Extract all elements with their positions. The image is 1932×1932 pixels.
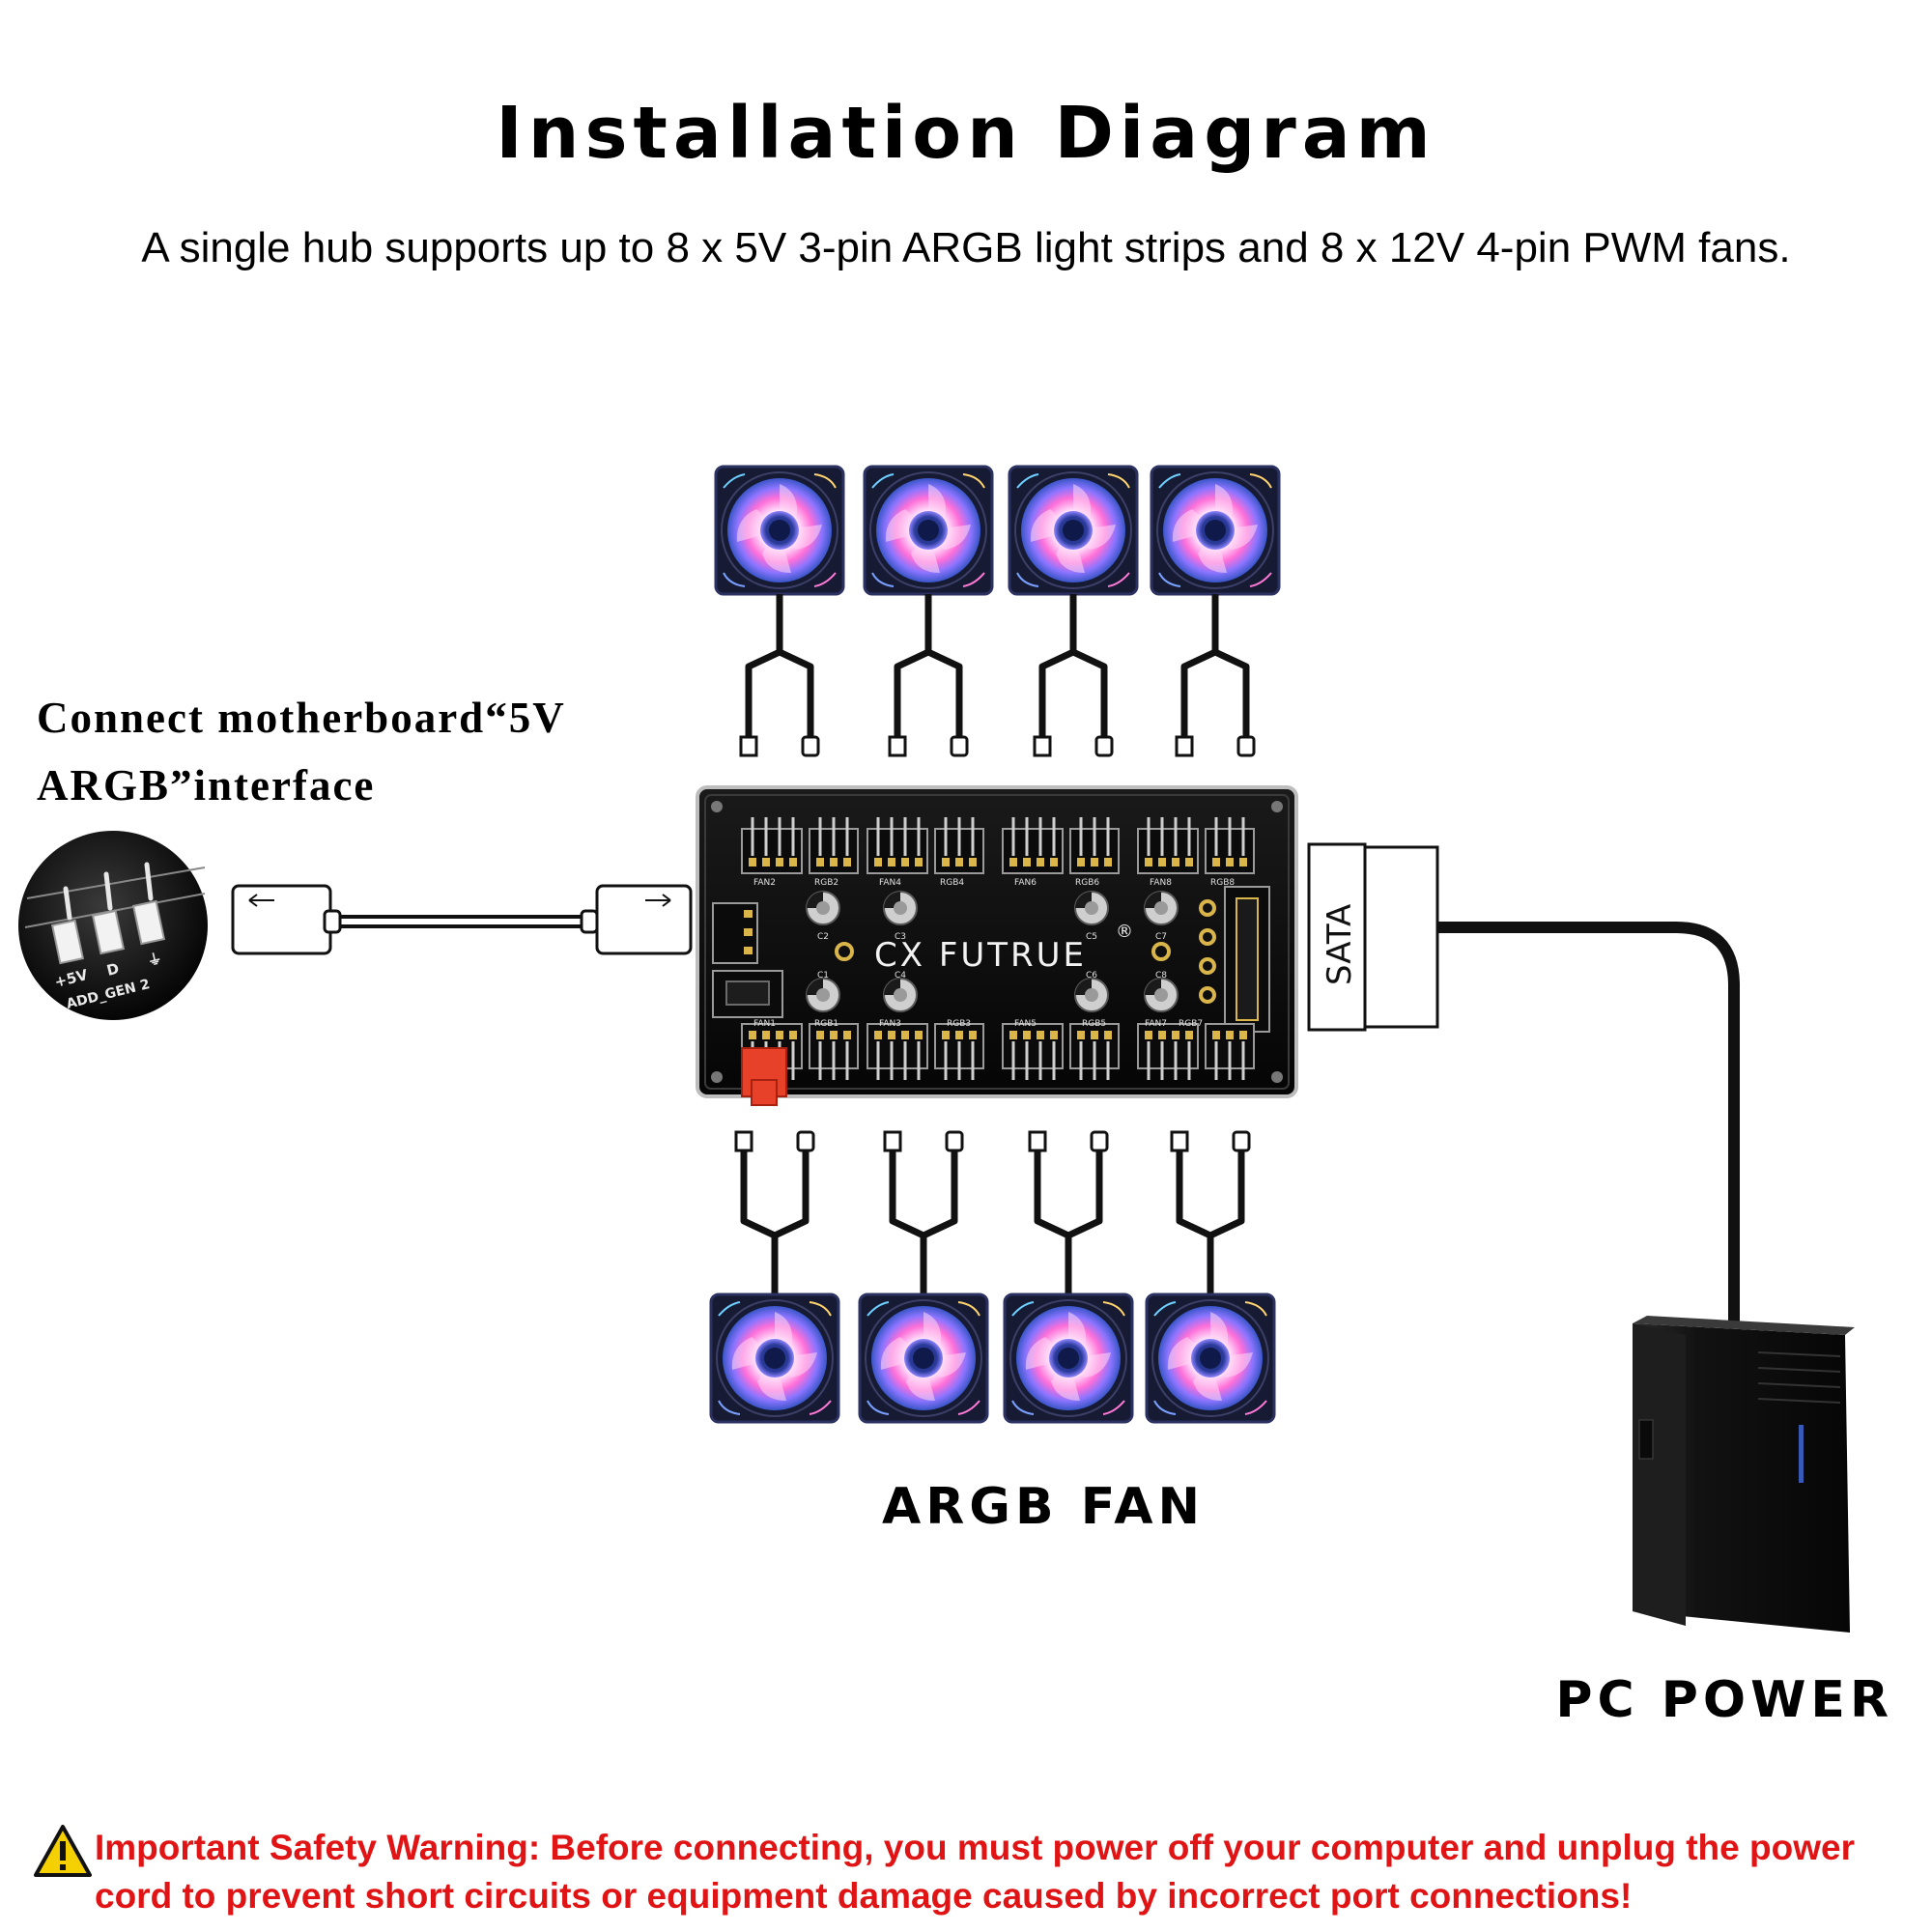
cable-bottom-3 (1030, 1132, 1107, 1294)
pin-label: ⏚ (146, 950, 164, 970)
cap-label: C6 (1086, 971, 1097, 980)
port-label-bottom: RGB3 (947, 1019, 971, 1029)
sata-power-cable (1437, 922, 1740, 1323)
argb-extension-cable (231, 884, 693, 955)
sata-label: SATA (1321, 904, 1359, 985)
fan-bottom-2 (858, 1293, 989, 1424)
cap-label: C4 (895, 971, 906, 980)
pc-case-icon (1633, 1316, 1855, 1633)
fan-bottom-4 (1145, 1293, 1276, 1424)
cap-label: C3 (895, 932, 906, 942)
fan-top-4 (1150, 465, 1281, 596)
cap-label: C8 (1155, 971, 1167, 980)
port-label-top: FAN2 (753, 878, 776, 888)
port-label-top: RGB2 (814, 878, 838, 888)
safety-warning: Important Safety Warning: Before connect… (95, 1828, 1855, 1916)
port-label-bottom: FAN3 (879, 1019, 901, 1029)
cap-label: C2 (817, 932, 829, 942)
cable-top-1 (741, 594, 818, 755)
port-label-top: RGB8 (1210, 878, 1235, 888)
hub-brand: CX FUTRUE (874, 936, 1087, 975)
port-label-top: FAN4 (879, 878, 901, 888)
port-label-bottom: RGB5 (1082, 1019, 1106, 1029)
registered-mark: ® (1116, 922, 1133, 942)
sata-connector-icon: SATA (1307, 842, 1439, 1032)
port-label-top: RGB6 (1075, 878, 1099, 888)
port-label-top: FAN8 (1150, 878, 1172, 888)
cable-bottom-4 (1172, 1132, 1249, 1294)
port-label-bottom: FAN1 (753, 1019, 776, 1029)
cable-bottom-1 (736, 1132, 813, 1294)
cable-bottom-2 (885, 1132, 962, 1294)
page-title: Installation Diagram (496, 92, 1436, 175)
argb-fan-label: ARGB FAN (881, 1478, 1206, 1536)
cable-top-3 (1035, 594, 1112, 755)
port-label-top: FAN6 (1014, 878, 1037, 888)
cable-top-4 (1177, 594, 1254, 755)
warning-icon (34, 1825, 92, 1877)
pc-power-label: PC POWER (1555, 1671, 1893, 1729)
port-label-bottom: FAN5 (1014, 1019, 1037, 1029)
port-label-top: RGB4 (940, 878, 964, 888)
port-label-bottom: RGB1 (814, 1019, 838, 1029)
cap-label: C7 (1155, 932, 1167, 942)
fan-top-1 (714, 465, 845, 596)
cable-top-2 (890, 594, 967, 755)
pin-label: D (105, 959, 121, 979)
motherboard-interface-label: Connect motherboard“5V ARGB”interface (37, 694, 565, 810)
fan-top-3 (1008, 465, 1139, 596)
fan-bottom-3 (1003, 1293, 1134, 1424)
fan-top-2 (863, 465, 994, 596)
argb-hub: FAN2 RGB2 FAN4 RGB4 FAN6 RGB6 FAN8 RGB8 … (696, 785, 1298, 1106)
port-label-bottom: RGB7 (1179, 1019, 1203, 1029)
cap-label: C5 (1086, 932, 1097, 942)
fan-bottom-1 (709, 1293, 840, 1424)
page-subtitle: A single hub supports up to 8 x 5V 3-pin… (141, 224, 1791, 271)
port-label-bottom: FAN7 (1145, 1019, 1167, 1029)
cap-label: C1 (817, 971, 829, 980)
argb-header-icon: +5V D ⏚ ADD_GEN 2 (18, 831, 208, 1020)
